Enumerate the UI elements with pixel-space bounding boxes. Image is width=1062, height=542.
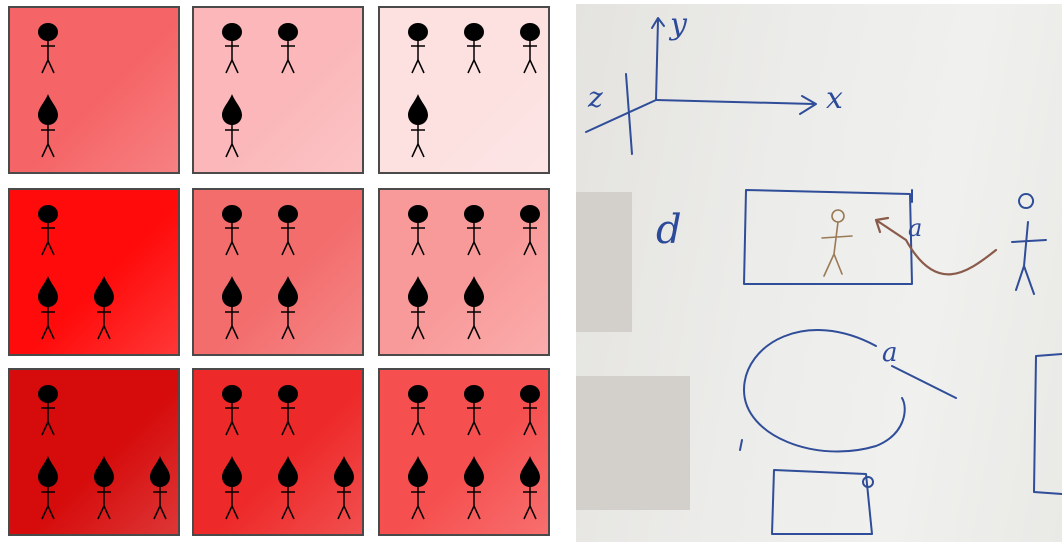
redacted-block-2 — [576, 376, 690, 510]
grid-cell-r1-c3 — [378, 6, 550, 174]
inner-figure-body — [821, 221, 853, 277]
top-figure-1 — [222, 23, 242, 74]
z-axis-label: z — [588, 81, 603, 114]
top-figure-2 — [464, 385, 484, 436]
grid-cell-r3-c1 — [8, 368, 180, 536]
grid-cell-r3-c2 — [192, 368, 364, 536]
grid-cell-r2-c2 — [192, 188, 364, 356]
grid-cell-r1-c1 — [8, 6, 180, 174]
x-axis-line — [655, 95, 817, 115]
d-label: d — [656, 207, 682, 253]
top-figure-1 — [38, 23, 58, 74]
top-figure-1 — [222, 385, 242, 436]
circle-a-label: a — [882, 338, 898, 368]
small-comma — [739, 439, 743, 451]
figure-grid — [8, 6, 550, 536]
bottom-figure-2 — [464, 276, 484, 340]
rect-a-label: a — [908, 214, 923, 242]
top-figure-2 — [278, 23, 298, 74]
bottom-figure-3 — [520, 456, 540, 520]
top-figure-1 — [222, 205, 242, 256]
top-figure-3 — [520, 385, 540, 436]
bottom-figure-1 — [408, 456, 428, 520]
grid-cell-r3-c3 — [378, 368, 550, 536]
top-figure-3 — [520, 205, 540, 256]
rect-frame — [743, 189, 913, 285]
partial-rect-edge — [1033, 353, 1062, 495]
top-figure-1 — [38, 205, 58, 256]
bottom-figure-3 — [150, 456, 170, 520]
top-figure-2 — [278, 385, 298, 436]
bottom-figure-1 — [222, 94, 242, 158]
bottom-figure-1 — [38, 276, 58, 340]
circle-pointer — [891, 365, 957, 399]
redacted-block-1 — [576, 192, 632, 332]
bottom-figure-2 — [464, 456, 484, 520]
bottom-figure-2 — [94, 456, 114, 520]
z-axis-line — [585, 73, 657, 155]
pointer-arrow — [874, 216, 998, 276]
bottom-figure-1 — [38, 94, 58, 158]
bottom-figure-1 — [38, 456, 58, 520]
bottom-figure-2 — [278, 456, 298, 520]
grid-cell-r1-c2 — [192, 6, 364, 174]
y-axis-label: y — [670, 7, 687, 42]
circle-shape — [743, 329, 906, 453]
grid-cell-r2-c3 — [378, 188, 550, 356]
top-figure-2 — [278, 205, 298, 256]
top-figure-1 — [408, 205, 428, 256]
small-rect — [771, 469, 873, 535]
y-axis-line — [651, 17, 665, 101]
top-figure-1 — [408, 23, 428, 74]
top-figure-3 — [520, 23, 540, 74]
bottom-figure-2 — [278, 276, 298, 340]
grid-cell-r2-c1 — [8, 188, 180, 356]
top-figure-1 — [408, 385, 428, 436]
bottom-figure-1 — [222, 276, 242, 340]
external-figure — [1011, 193, 1047, 295]
bottom-figure-3 — [334, 456, 354, 520]
bottom-figure-1 — [408, 276, 428, 340]
bottom-figure-1 — [222, 456, 242, 520]
whiteboard-sketch — [585, 17, 1062, 535]
top-figure-2 — [464, 23, 484, 74]
inner-figure-head — [831, 209, 845, 223]
x-axis-label: x — [826, 81, 843, 116]
whiteboard-photo: y x z d a a — [576, 4, 1062, 542]
top-figure-2 — [464, 205, 484, 256]
small-rect-marker — [862, 476, 874, 488]
top-figure-1 — [38, 385, 58, 436]
bottom-figure-1 — [408, 94, 428, 158]
bottom-figure-2 — [94, 276, 114, 340]
